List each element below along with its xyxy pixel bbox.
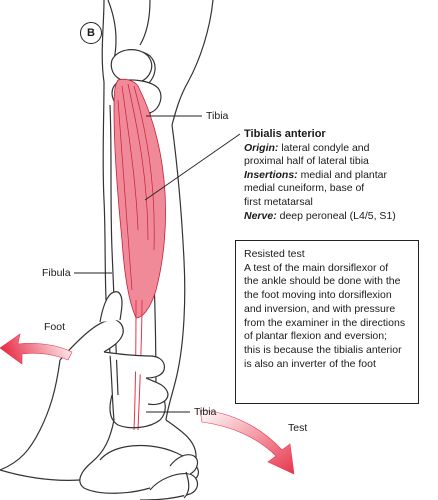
resisted-test-box: Resisted test A test of the main dorsifl… xyxy=(235,240,419,404)
nerve-text: deep peroneal (L4/5, S1) xyxy=(279,209,396,222)
insertions-text-3: first metatarsal xyxy=(244,195,313,208)
resisted-test-line: A test of the main dorsiflexor of xyxy=(244,261,389,274)
leader-lines xyxy=(74,115,241,413)
test-label: Test xyxy=(288,422,308,434)
insertions-label: Insertions: xyxy=(244,168,298,181)
origin-text-2: proximal half of lateral tibia xyxy=(244,155,369,168)
examiner-hand-shin xyxy=(0,291,169,471)
foot-arrow xyxy=(0,333,73,365)
fibula-label: Fibula xyxy=(42,267,71,279)
resisted-test-line: this is because the tibialis anterior xyxy=(244,343,402,356)
foot-label: Foot xyxy=(44,321,66,333)
muscle-info-block: Tibialis anterior Origin: lateral condyl… xyxy=(244,128,430,223)
resisted-test-line: is also an inverter of the foot xyxy=(244,357,376,370)
panel-label-badge: B xyxy=(80,22,102,44)
resisted-test-line: from the examiner in the directions xyxy=(244,316,406,329)
nerve-label: Nerve: xyxy=(244,209,277,222)
tibia-lower-label: Tibia xyxy=(194,406,217,418)
insertions-text-1: medial and plantar xyxy=(300,168,387,181)
muscle-title: Tibialis anterior xyxy=(244,128,326,140)
tibialis-anterior-muscle xyxy=(113,78,166,431)
panel-letter: B xyxy=(87,27,95,39)
nerve-row: Nerve: deep peroneal (L4/5, S1) xyxy=(244,210,430,224)
origin-label: Origin: xyxy=(244,141,279,154)
origin-row: Origin: lateral condyle and xyxy=(244,142,430,156)
tibialis-leader xyxy=(144,133,241,201)
origin-text-1: lateral condyle and xyxy=(281,141,370,154)
insertions-row: Insertions: medial and plantar xyxy=(244,169,430,183)
insertions-text-2: medial cuneiform, base of xyxy=(244,182,365,195)
test-arrow xyxy=(199,409,295,475)
resisted-test-title: Resisted test xyxy=(244,248,305,260)
resisted-test-line: the ankle should be done with the xyxy=(244,275,401,288)
resisted-test-line: the foot moving into dorsiflexion xyxy=(244,289,392,302)
resisted-test-line: of plantar flexion and eversion; xyxy=(244,330,388,343)
resisted-test-line: and inversion, and with pressure xyxy=(244,302,396,315)
tibia-upper-label: Tibia xyxy=(206,110,229,122)
examiner-hand-foot xyxy=(0,444,199,500)
